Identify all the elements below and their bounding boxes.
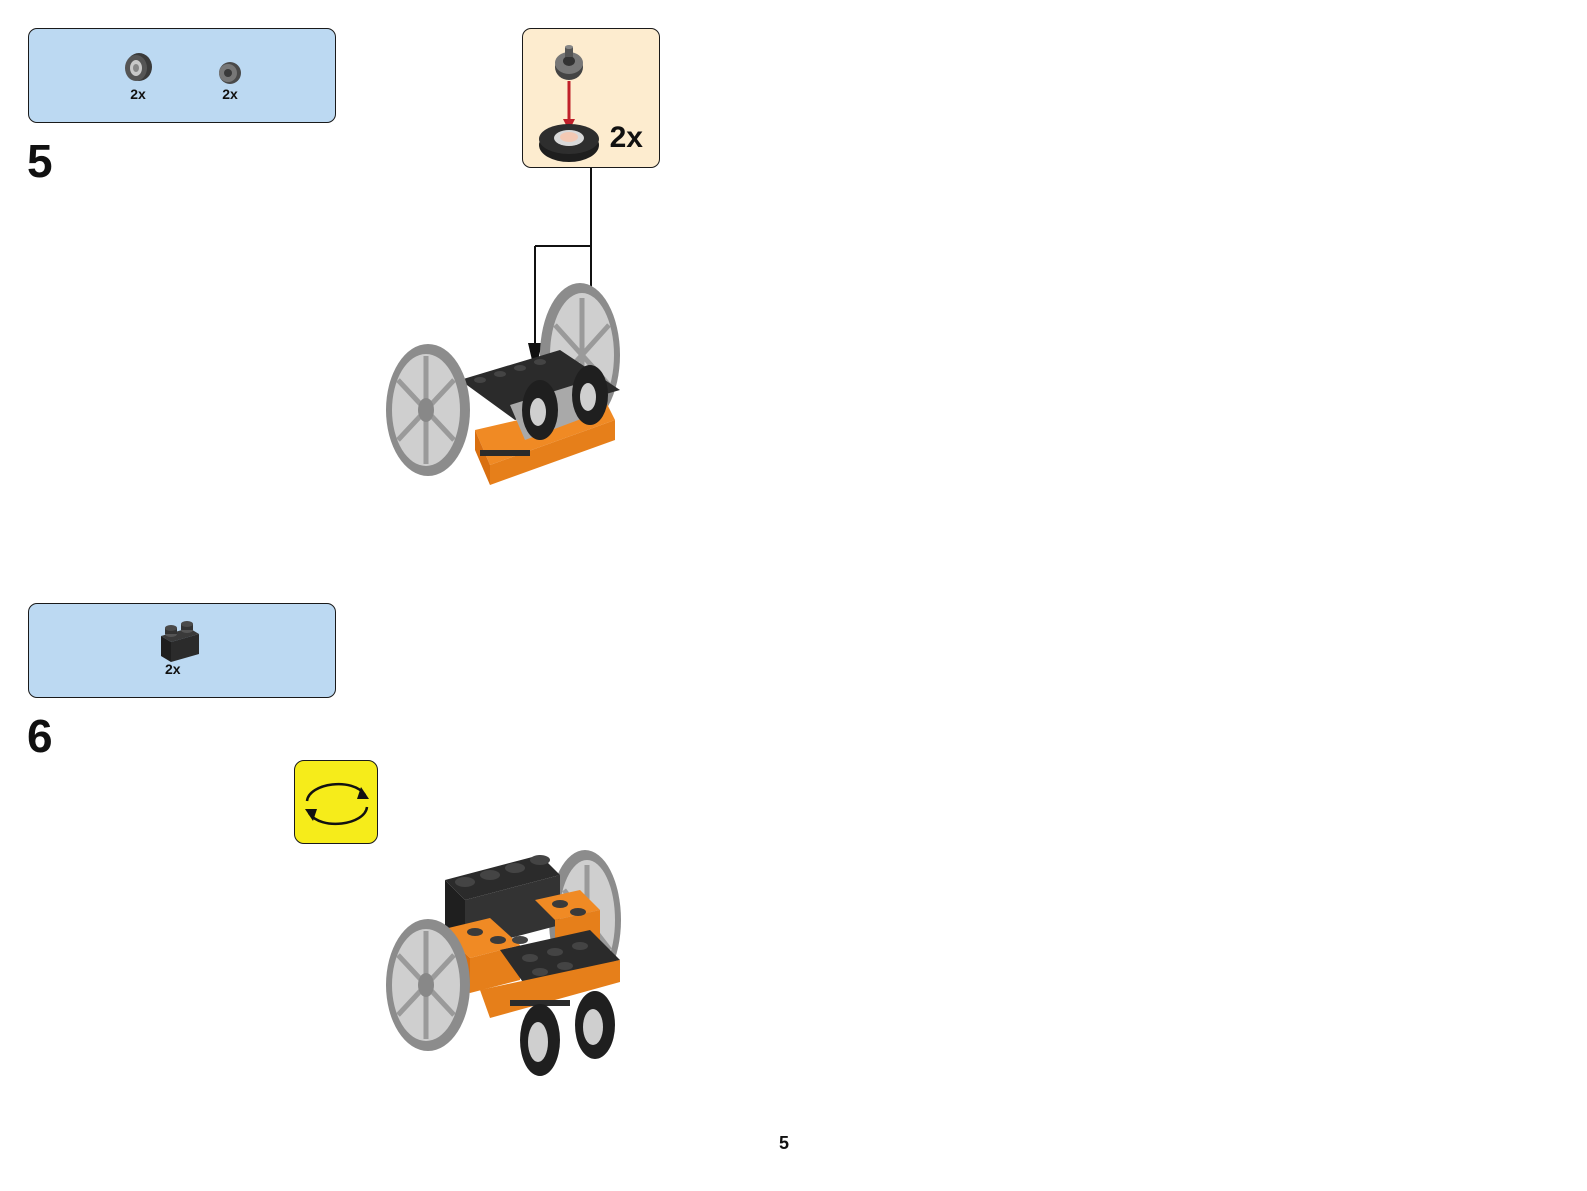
step5-part-hub-qty: 2x (222, 86, 238, 102)
callout-qty: 2x (609, 121, 643, 154)
step5-number: 5 (27, 135, 53, 187)
step6-part-brick: 2x (153, 621, 203, 677)
cart-with-wheels-icon (386, 283, 620, 485)
step6-part-brick-qty: 2x (165, 661, 181, 677)
rotate-model-icon (305, 782, 369, 826)
step6-parts-list: 2x (28, 603, 336, 698)
step5-subassembly-callout: 2x (522, 28, 660, 168)
step6-number: 6 (27, 710, 53, 762)
step5-part-tire-qty: 2x (130, 86, 146, 102)
step5-part-hub: 2x (213, 59, 247, 102)
step5-parts-list: 2x 2x (28, 28, 336, 123)
step5-part-tire: 2x (121, 51, 155, 102)
cart-with-seat-icon (386, 850, 621, 1076)
brick-1x2-black-icon (161, 621, 199, 662)
page-number: 5 (778, 1133, 789, 1153)
rotate-model-indicator (294, 760, 378, 844)
tire-icon (125, 53, 152, 81)
tire-on-hub-icon (539, 45, 599, 162)
wheel-hub-icon (219, 62, 241, 84)
